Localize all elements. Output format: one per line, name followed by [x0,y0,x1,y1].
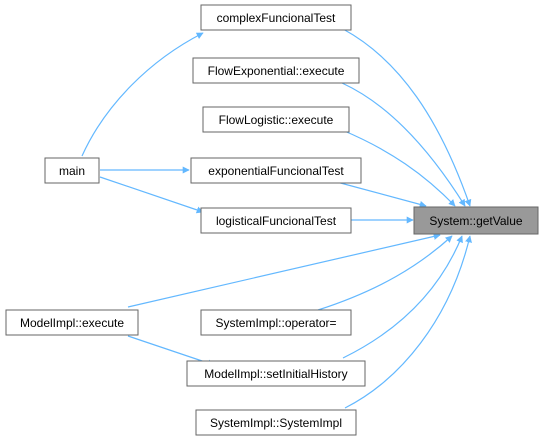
node-model-impl-execute[interactable]: ModelImpl::execute [5,309,139,336]
edge-flowlog-to-getvalue [341,129,456,207]
node-label: exponentialFuncionalTest [208,164,344,178]
node-flow-exponential-execute[interactable]: FlowExponential::execute [192,57,360,84]
node-label: logisticalFuncionalTest [216,214,337,228]
edge-main-to-complex [81,32,204,157]
edge-exponential-to-getvalue [332,180,427,208]
edge-complex-to-getvalue [342,28,472,207]
edge-main-to-logistical [99,176,204,214]
nodes: complexFuncionalTest FlowExponential::ex… [5,4,539,436]
node-exponential-funcional-test[interactable]: exponentialFuncionalTest [190,157,362,184]
node-logistical-funcional-test[interactable]: logisticalFuncionalTest [200,207,352,234]
node-system-impl-system-impl[interactable]: SystemImpl::SystemImpl [195,409,357,436]
node-label: complexFuncionalTest [217,11,336,25]
node-label: FlowExponential::execute [208,64,345,78]
node-main[interactable]: main [44,157,100,184]
edge-flowexp-to-getvalue [341,82,466,207]
node-label: ModelImpl::setInitialHistory [204,367,347,381]
edge-setinit-to-getvalue [342,235,463,359]
node-label: main [59,164,85,178]
node-label: ModelImpl::execute [20,316,124,330]
node-label: SystemImpl::operator= [215,316,336,330]
edge-modelexec-to-setinit [127,335,215,367]
node-flow-logistic-execute[interactable]: FlowLogistic::execute [202,106,350,133]
edge-sysctor-to-getvalue [344,235,472,409]
node-label: System::getValue [429,214,522,228]
node-system-impl-operator[interactable]: SystemImpl::operator= [200,309,352,336]
edge-sysop-to-getvalue [317,235,453,311]
edge-modelexec-to-getvalue [127,233,441,308]
edges [81,28,472,409]
node-model-impl-set-initial-history[interactable]: ModelImpl::setInitialHistory [186,360,366,387]
node-system-get-value[interactable]: System::getValue [413,206,539,235]
node-complex-funcional-test[interactable]: complexFuncionalTest [200,4,352,31]
node-label: FlowLogistic::execute [219,113,334,127]
node-label: SystemImpl::SystemImpl [210,416,342,430]
